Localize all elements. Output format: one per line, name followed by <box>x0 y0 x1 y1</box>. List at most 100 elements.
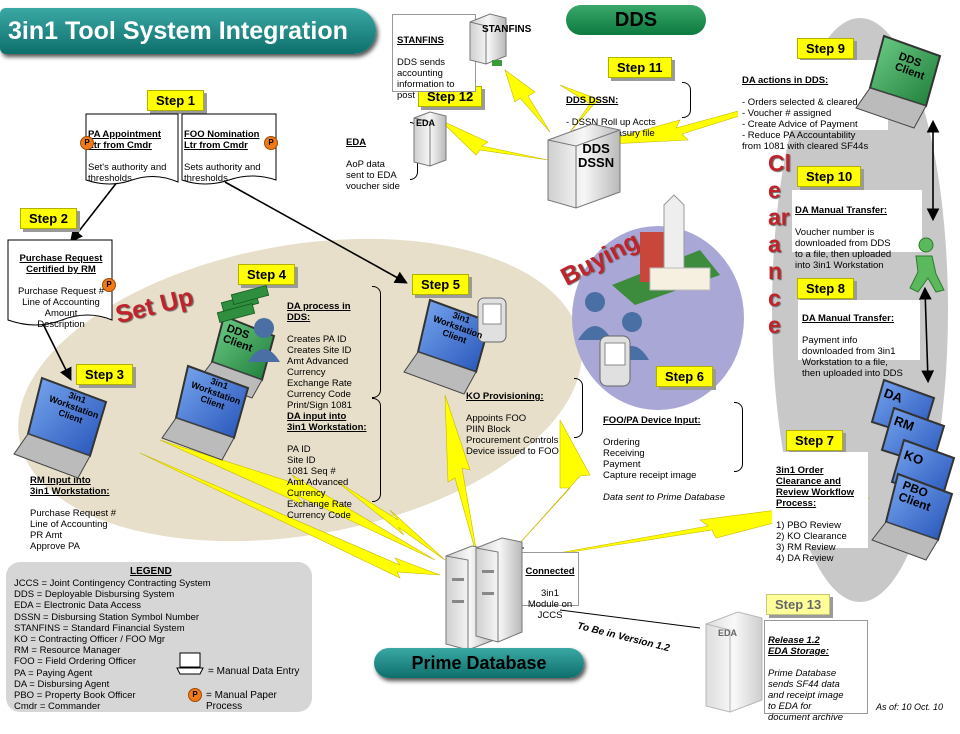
da-manual-10-title: DA Manual Transfer: <box>795 205 888 216</box>
manual-entry-laptop-icon <box>176 652 204 675</box>
stanfins-server-icon <box>469 13 507 66</box>
foo-input-title: FOO/PA Device Input: <box>603 415 701 426</box>
laptop-icon <box>13 376 108 479</box>
pa-doc-body: Set's authority and thresholds <box>88 162 167 184</box>
connected-text: Connected 3in1 Module on JCCS <box>524 555 576 632</box>
laptop-icon <box>161 364 250 461</box>
legend: LEGEND JCCS = Joint Contingency Contract… <box>6 562 312 712</box>
step-1: Step 1 <box>147 90 205 111</box>
da-manual-10-box <box>792 190 922 252</box>
pr-doc-body: Purchase Request # Line of Accounting Am… <box>17 286 105 330</box>
eda-body: AoP data sent to EDA voucher side <box>346 159 400 192</box>
step-6: Step 6 <box>656 366 714 387</box>
foo-device-text: FOO/PA Device Input: Ordering Receiving … <box>603 404 737 514</box>
paper-process-badge: P <box>80 136 94 150</box>
release-box <box>764 620 868 714</box>
ko-body: Appoints FOO PIIN Block Procurement Cont… <box>466 413 559 457</box>
step-2: Step 2 <box>20 208 78 229</box>
da-manual-8-text: DA Manual Transfer: Payment info downloa… <box>802 302 922 390</box>
church-icon <box>612 194 720 305</box>
clearance-workflow-box <box>772 452 868 548</box>
stanfins-server-label: STANFINS <box>482 24 532 35</box>
laptop-icon <box>855 34 942 129</box>
purchase-request-doc: Purchase Request Certified by RM Purchas… <box>10 242 112 341</box>
pr-doc-title: Purchase Request Certified by RM <box>19 253 103 275</box>
prime-label: Prime Database <box>411 653 547 673</box>
eda-title: EDA <box>346 137 367 148</box>
prime-database-banner: Prime Database <box>374 648 584 678</box>
rm-input-body: Purchase Request # Line of Accounting PR… <box>30 508 117 552</box>
dds-label: DDS <box>614 9 658 31</box>
step-11: Step 11 <box>608 57 672 78</box>
connected-title: Connected <box>525 566 575 577</box>
paper-process-badge: P <box>264 136 278 150</box>
foo-doc-body: Sets authority and thresholds <box>184 162 261 184</box>
stanfins-text: STANFINS DDS sends accounting informatio… <box>397 24 473 112</box>
money-icon <box>216 285 270 323</box>
legend-manual-entry: = Manual Data Entry <box>208 666 300 677</box>
pa-appointment-doc: PA Appointment Ltr from Cmdr Set's autho… <box>88 118 178 195</box>
foo-input-italic: Data sent to Prime Database <box>603 492 725 503</box>
da-process-body: Creates PA ID Creates Site ID Amt Advanc… <box>287 334 352 411</box>
clearance-label-text: Clearance <box>768 150 791 338</box>
da-input-title: DA input into 3in1 Workstation: <box>287 411 367 433</box>
step-8: Step 8 <box>797 278 855 299</box>
da-actions-body: - Orders selected & cleared - Voucher # … <box>742 97 869 152</box>
as-of-label: As of: 10 Oct. 10 <box>876 702 944 712</box>
step-7: Step 7 <box>786 430 844 451</box>
eda-archive-server-icon <box>705 611 763 713</box>
rm-input-text: RM Input into 3in1 Workstation: Purchase… <box>30 464 126 563</box>
eda-text: EDA AoP data sent to EDA voucher side <box>346 126 412 203</box>
clearance-title: 3in1 Order Clearance and Review Workflow… <box>776 465 854 509</box>
foo-doc-title: FOO Nomination Ltr from Cmdr <box>184 129 260 151</box>
da-manual-10-body: Voucher number is downloaded from DDS to… <box>795 227 892 271</box>
stanfins-body: DDS sends accounting information to post <box>397 57 455 101</box>
pa-doc-title: PA Appointment Ltr from Cmdr <box>88 129 161 151</box>
step-3: Step 3 <box>76 364 134 385</box>
da-manual-8-title: DA Manual Transfer: <box>802 313 895 324</box>
step-10: Step 10 <box>797 166 862 187</box>
clearance-workflow-text: 3in1 Order Clearance and Review Workflow… <box>776 454 868 575</box>
da-input-text: DA input into 3in1 Workstation: PA ID Si… <box>287 400 373 532</box>
connected-body: 3in1 Module on JCCS <box>527 588 573 621</box>
person-icon <box>248 318 280 362</box>
dds-dssn-title: DDS DSSN: <box>566 95 619 106</box>
rm-input-title: RM Input into 3in1 Workstation: <box>30 475 110 497</box>
legend-manual-paper: = Manual Paper Process <box>206 690 277 712</box>
da-input-body: PA ID Site ID 1081 Seq # Amt Advanced Cu… <box>287 444 352 521</box>
dds-dssn-server-icon <box>547 123 621 209</box>
foo-nomination-doc: FOO Nomination Ltr from Cmdr Sets author… <box>184 118 276 195</box>
eda-server-label: EDA <box>416 118 436 128</box>
laptop-icon <box>403 298 492 395</box>
prime-database-server-icon <box>445 537 523 651</box>
step-13: Step 13 <box>766 594 831 615</box>
step-5: Step 5 <box>412 274 470 295</box>
legend-paper-badge: P <box>188 688 202 702</box>
foo-input-body: Ordering Receiving Payment Capture recei… <box>603 437 697 481</box>
dds-dssn-server-label: DDS DSSN <box>578 141 615 170</box>
da-manual-10-text: DA Manual Transfer: Voucher number is do… <box>795 194 923 282</box>
runner-icon <box>909 237 945 293</box>
connected-box <box>521 552 579 606</box>
person-icon <box>578 292 612 340</box>
da-process-title: DA process in DDS: <box>287 301 351 323</box>
eda-archive-label: EDA <box>718 628 738 638</box>
stanfins-title: STANFINS <box>397 35 444 46</box>
ko-title: KO Provisioning: <box>466 391 544 402</box>
da-actions-box <box>738 60 888 130</box>
legend-entries: JCCS = Joint Contingency Contracting Sys… <box>14 578 211 713</box>
title-banner: 3in1 Tool System Integration <box>0 8 376 54</box>
pda-device-icon <box>477 297 507 343</box>
dds-pill: DDS <box>566 5 706 35</box>
clearance-body: 1) PBO Review 2) KO Clearance 3) RM Revi… <box>776 520 847 564</box>
paper-process-badge: P <box>102 278 116 292</box>
release-body: Prime Database sends SF44 data and recei… <box>768 668 844 723</box>
da-actions-title: DA actions in DDS: <box>742 75 829 86</box>
ko-provisioning-text: KO Provisioning: Appoints FOO PIIN Block… <box>466 380 576 468</box>
page-title: 3in1 Tool System Integration <box>8 17 348 45</box>
laptop-icon <box>871 472 954 561</box>
eda-server-icon <box>413 111 447 167</box>
